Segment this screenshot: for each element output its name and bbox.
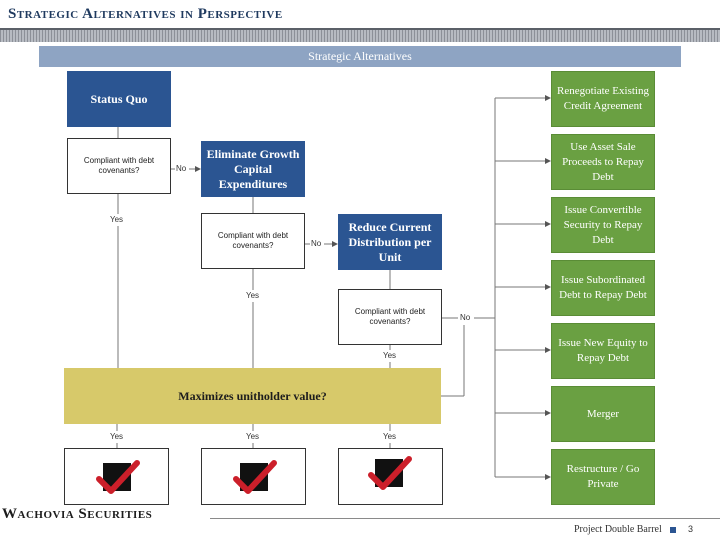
question-compliant-1: Compliant with debt covenants? — [67, 138, 171, 194]
label-yes-4: Yes — [110, 432, 124, 441]
alternative-merger: Merger — [551, 386, 655, 442]
footer-square-icon — [670, 527, 676, 533]
outcome-checkbox-3 — [338, 448, 443, 505]
alternative-renegotiate-credit: Renegotiate Existing Credit Agreement — [551, 71, 655, 127]
outcome-checkbox-2 — [201, 448, 306, 505]
label-yes-3: Yes — [383, 351, 397, 360]
label-yes-2: Yes — [246, 291, 260, 300]
checkmark-icon — [233, 460, 277, 494]
header-band — [0, 30, 720, 42]
alternative-convertible-security: Issue Convertible Security to Repay Debt — [551, 197, 655, 253]
page-number: 3 — [688, 524, 694, 534]
label-yes-5: Yes — [246, 432, 260, 441]
header-divider — [0, 28, 720, 30]
question-compliant-2: Compliant with debt covenants? — [201, 213, 305, 269]
footer-project-name: Project Double Barrel — [574, 524, 662, 535]
label-yes-6: Yes — [383, 432, 397, 441]
page-title: Strategic Alternatives in Perspective — [8, 6, 283, 22]
label-yes-1: Yes — [110, 215, 124, 224]
question-maximizes-value: Maximizes unitholder value? — [64, 368, 441, 424]
step-status-quo: Status Quo — [67, 71, 171, 127]
alternative-asset-sale: Use Asset Sale Proceeds to Repay Debt — [551, 134, 655, 190]
checkmark-icon — [368, 456, 412, 490]
outcome-checkbox-1 — [64, 448, 169, 505]
label-no-1: No — [176, 164, 187, 173]
step-reduce-distribution: Reduce Current Distribution per Unit — [338, 214, 442, 270]
footer-divider — [210, 518, 720, 519]
banner-strategic-alternatives: Strategic Alternatives — [39, 46, 681, 67]
alternative-subordinated-debt: Issue Subordinated Debt to Repay Debt — [551, 260, 655, 316]
footer-logo: Wachovia Securities — [2, 506, 153, 522]
question-compliant-3: Compliant with debt covenants? — [338, 289, 442, 345]
checkmark-icon — [96, 460, 140, 494]
alternative-go-private: Restructure / Go Private — [551, 449, 655, 505]
step-eliminate-growth-capex: Eliminate Growth Capital Expenditures — [201, 141, 305, 197]
alternative-new-equity: Issue New Equity to Repay Debt — [551, 323, 655, 379]
label-no-2: No — [311, 239, 322, 248]
label-no-3: No — [460, 313, 471, 322]
